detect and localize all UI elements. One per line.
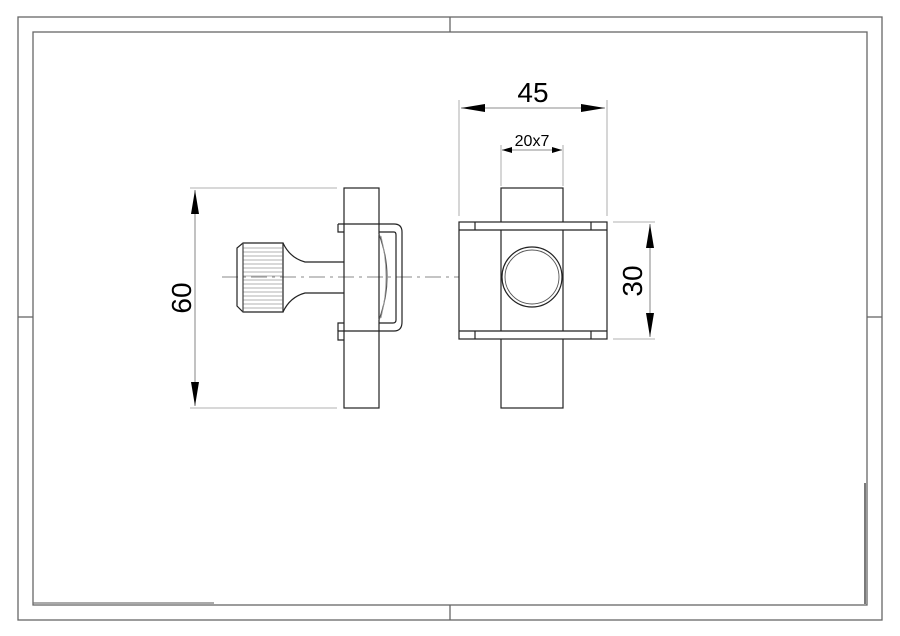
dimension-label-20x7: 20x7 (515, 133, 550, 150)
dimension-60: 60 (166, 187, 337, 409)
side-view (236, 187, 403, 409)
screw-shaft (282, 242, 344, 313)
dimension-45: 45 (458, 77, 608, 216)
dimension-20x7: 20x7 (500, 133, 564, 186)
front-view (458, 187, 608, 409)
clamp-body (458, 221, 608, 340)
dimension-label-30: 30 (617, 265, 648, 296)
outer-border (17, 16, 883, 621)
sheet-frame (17, 16, 883, 621)
side-bar (343, 187, 380, 409)
dimension-30: 30 (613, 221, 655, 340)
dimension-label-60: 60 (166, 282, 197, 313)
inner-border (32, 31, 868, 606)
knurl-lines (243, 247, 283, 309)
screw-hole (501, 246, 563, 308)
dimension-label-45: 45 (517, 77, 548, 108)
